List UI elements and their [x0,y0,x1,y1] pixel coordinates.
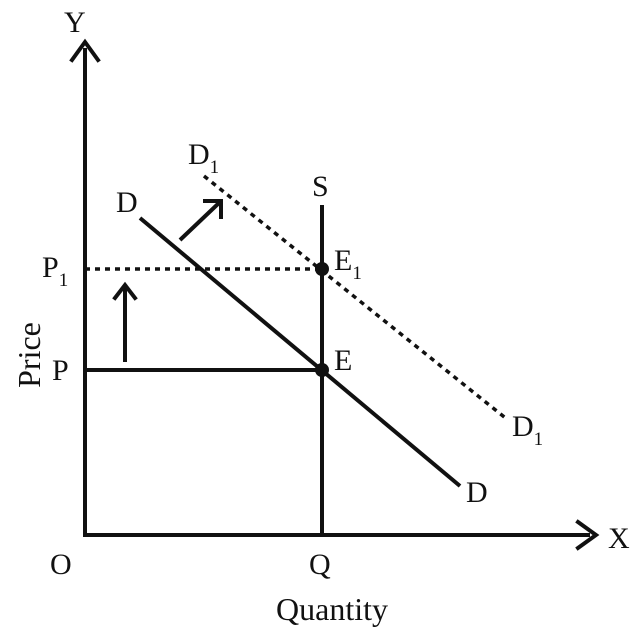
shifted-demand-label-bottom: D1 [512,410,543,450]
demand-shift-arrowhead [203,199,223,219]
price-label: P [52,354,69,387]
price-rise-arrowhead [112,281,138,301]
equilibrium-point [315,363,329,377]
shifted-demand-label-top: D1 [188,138,219,178]
origin-label: O [50,548,72,581]
equilibrium-label: E [334,344,352,377]
y-axis-arrowhead [69,38,101,63]
supply-label: S [312,170,329,203]
x-axis-title: Quantity [276,591,388,627]
demand-curve [138,216,462,488]
y-axis-title: Price [11,322,47,388]
y-axis-letter: Y [64,6,86,39]
shifted-demand-curve [202,174,510,422]
new-equilibrium-label: E1 [334,244,362,284]
demand-label-bottom: D [466,476,488,509]
x-axis-letter: X [608,522,630,555]
demand-shift-arrow [178,200,222,242]
x-axis-arrowhead [575,519,600,551]
quantity-label: Q [309,548,331,581]
demand-label-top: D [116,186,138,219]
new-equilibrium-point [315,262,329,276]
new-price-label: P1 [42,251,68,291]
